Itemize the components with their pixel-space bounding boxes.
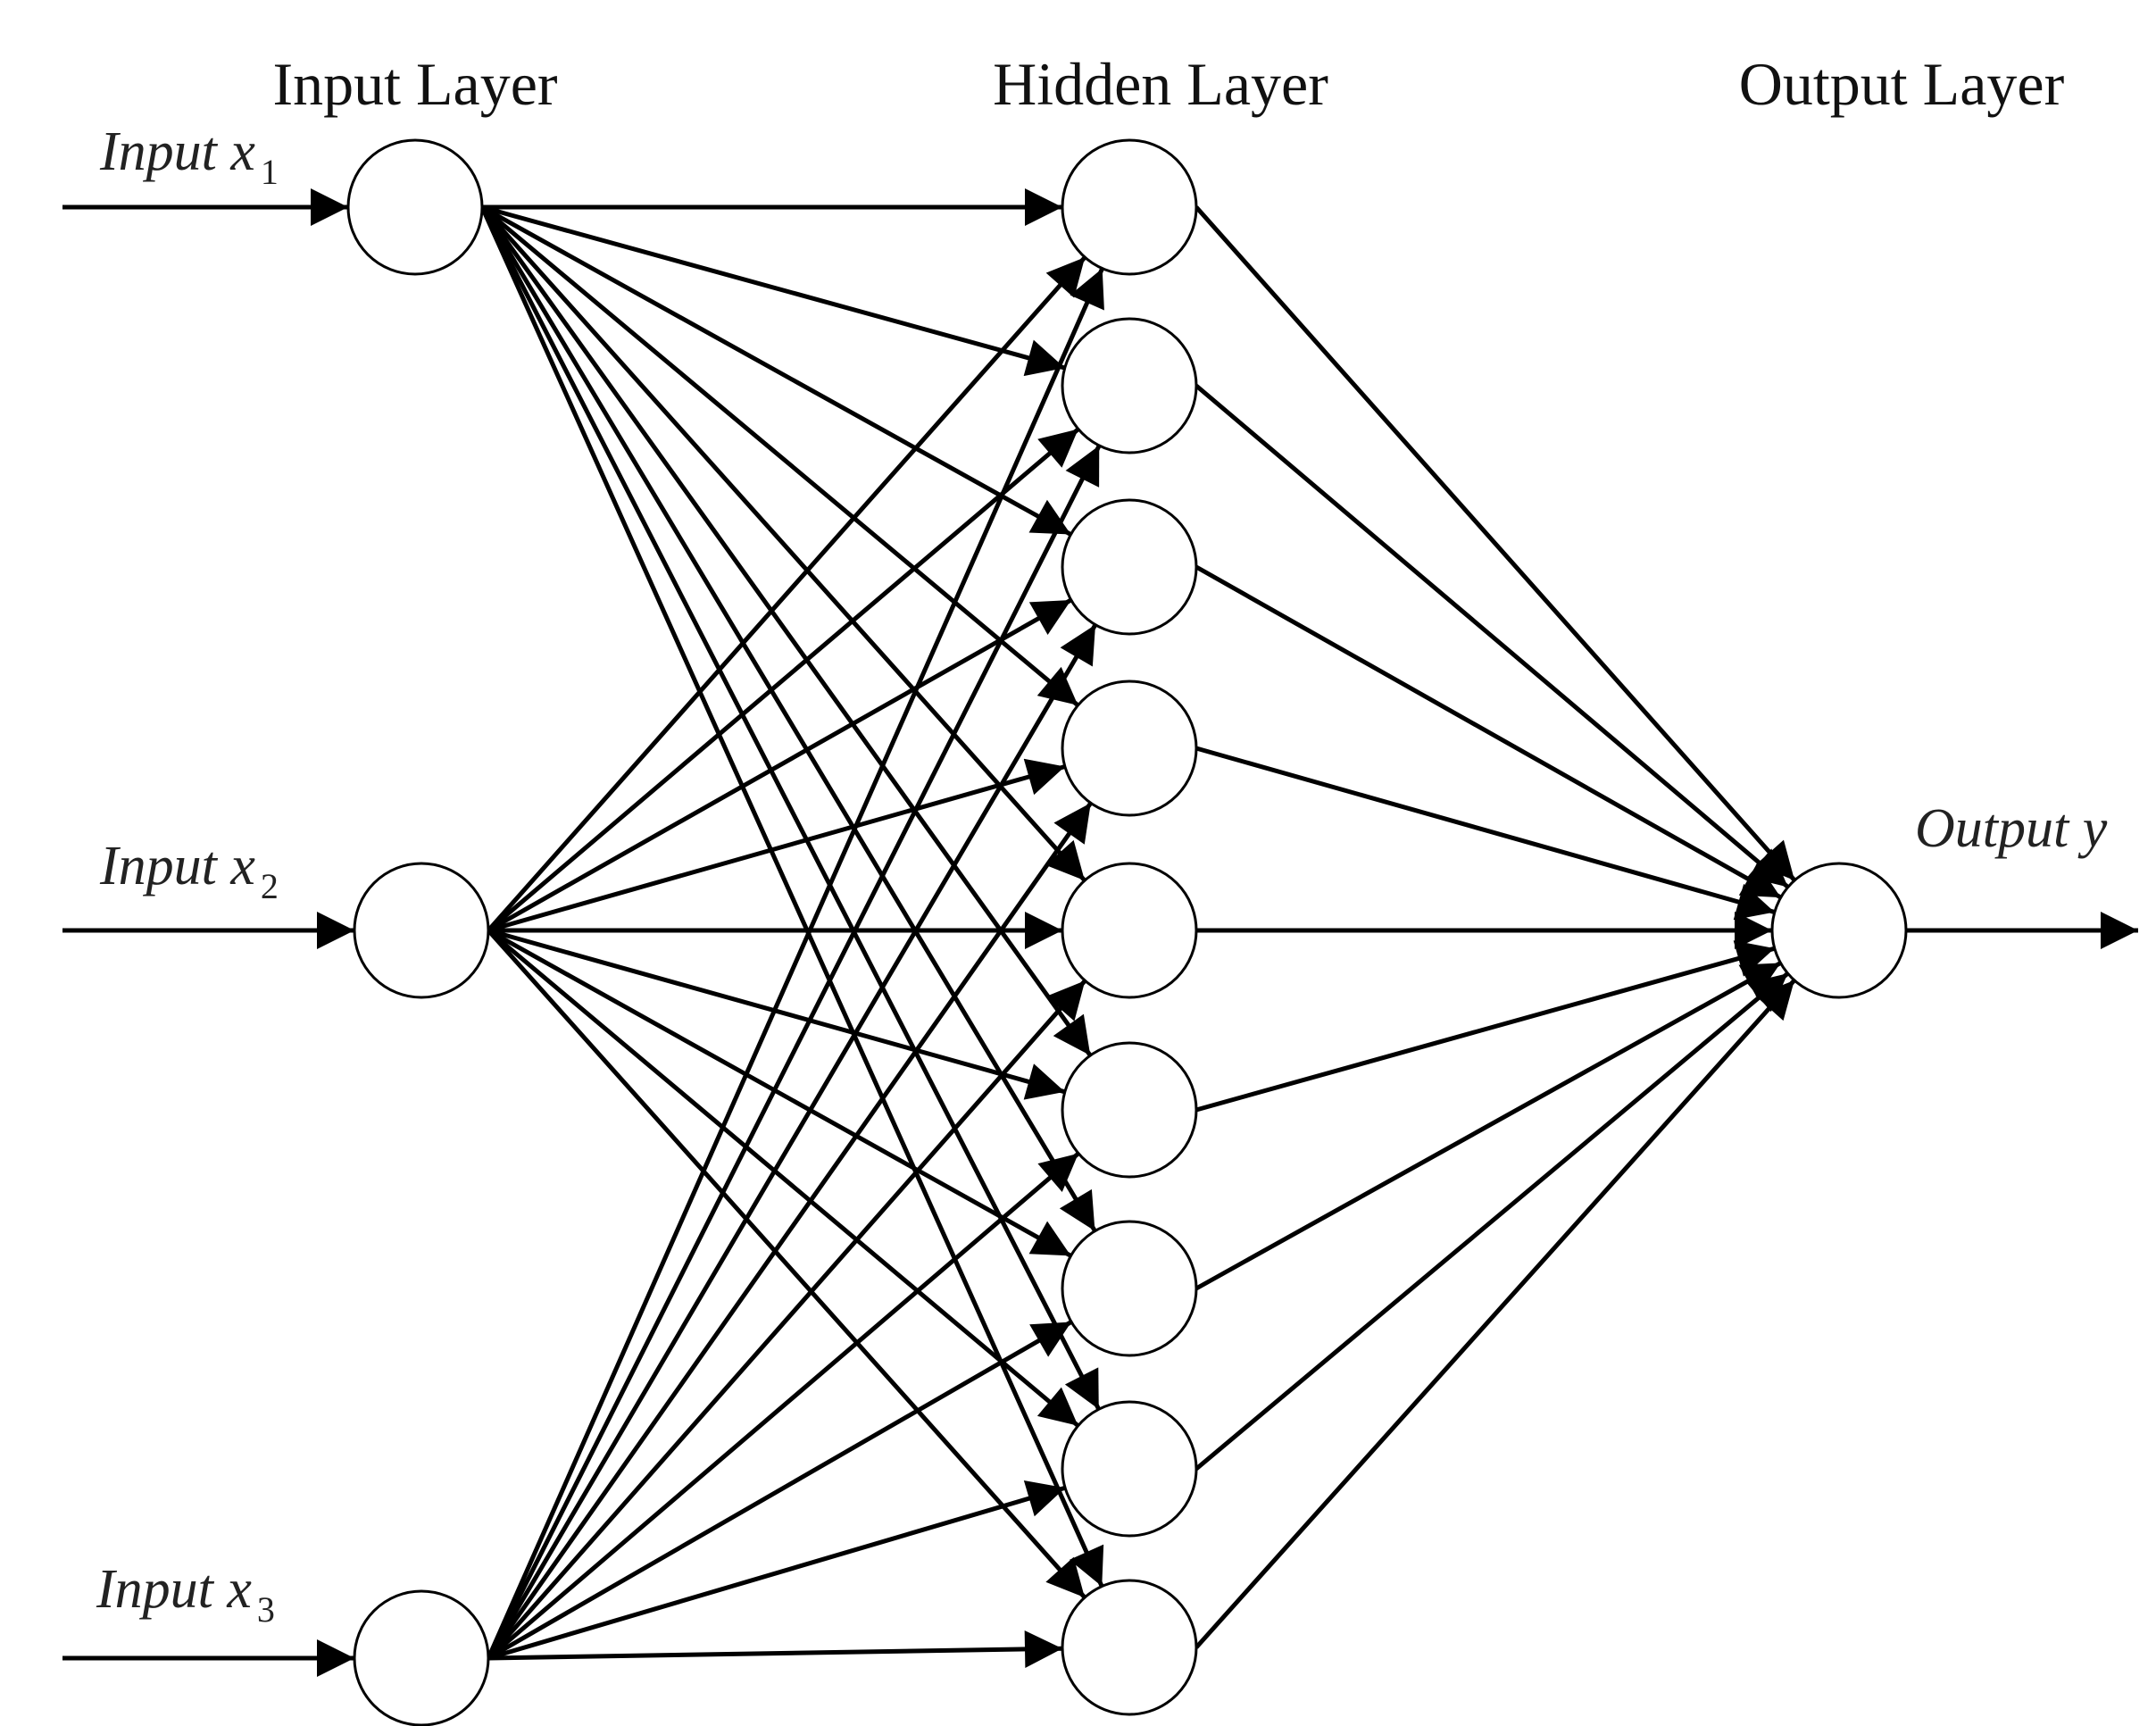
edge-hidden-8-to-output <box>1195 971 1790 1471</box>
input-label-3-subscript: 3 <box>257 1589 275 1630</box>
input-label-2-text: Input x <box>99 836 255 896</box>
input-layer-title: Input Layer <box>272 50 557 118</box>
edge-input-1-to-hidden-8 <box>479 205 1101 1411</box>
hidden-node-4 <box>1061 680 1198 817</box>
input-label-3-text: Input x <box>96 1559 252 1620</box>
edge-input-2-to-hidden-2 <box>487 427 1080 932</box>
edge-input-3-to-hidden-6 <box>487 1151 1080 1660</box>
edge-hidden-2-to-output <box>1195 384 1790 889</box>
edge-hidden-4-to-output <box>1195 746 1776 921</box>
edge-hidden-6-to-output <box>1195 940 1776 1113</box>
edge-input-1-to-hidden-9 <box>479 205 1104 1588</box>
hidden-node-6 <box>1061 1041 1198 1179</box>
hidden-node-2 <box>1061 317 1198 454</box>
output-node <box>1770 862 1908 999</box>
edge-input-3-to-hidden-5 <box>487 979 1087 1660</box>
nodes <box>346 138 1908 1726</box>
edge-input-3-to-hidden-3 <box>486 623 1098 1660</box>
output-label: Output y <box>1915 798 2108 859</box>
edge-hidden-9-to-output <box>1195 979 1796 1649</box>
edge-input-1-to-hidden-7 <box>479 205 1097 1232</box>
input-label-1-text: Input x <box>99 121 255 182</box>
input-label-2-subscript: 2 <box>261 866 279 906</box>
edge-input-2-to-hidden-8 <box>487 929 1080 1428</box>
hidden-node-3 <box>1061 498 1198 636</box>
edge-input-3-to-hidden-9 <box>487 1630 1063 1668</box>
hidden-node-7 <box>1061 1220 1198 1357</box>
edge-hidden-1-to-output <box>1195 205 1797 882</box>
output-layer-title: Output Layer <box>1739 50 2065 118</box>
input-node-1 <box>346 138 484 276</box>
edge-input-3-to-hidden-4 <box>486 801 1093 1660</box>
edge-input-3-to-hidden-7 <box>487 1320 1073 1661</box>
hidden-node-8 <box>1061 1400 1198 1538</box>
edge-input-1-to-hidden-2 <box>481 204 1066 377</box>
hidden-node-9 <box>1061 1579 1198 1716</box>
edge-input-1-to-hidden-3 <box>480 204 1072 537</box>
edge-input-2-to-hidden-3 <box>487 597 1072 933</box>
edge-input-3-to-hidden-1 <box>486 267 1104 1660</box>
edge-hidden-3-to-output <box>1195 564 1782 900</box>
edge-input-2-to-hidden-7 <box>487 928 1072 1258</box>
input-label-1-subscript: 1 <box>261 152 279 192</box>
hidden-layer-title: Hidden Layer <box>993 50 1328 118</box>
hidden-node-5 <box>1061 862 1198 999</box>
edge-input-3-to-hidden-2 <box>486 444 1102 1660</box>
edge-input-1-to-hidden-5 <box>480 205 1086 882</box>
hidden-node-1 <box>1061 138 1198 276</box>
edge-input-2-to-hidden-1 <box>487 255 1087 932</box>
input-node-3 <box>353 1589 490 1726</box>
input-node-2 <box>353 862 490 999</box>
edge-hidden-7-to-output <box>1195 961 1782 1291</box>
edge-input-1-to-hidden-6 <box>479 205 1093 1057</box>
edge-input-3-to-hidden-8 <box>487 1480 1066 1661</box>
connections <box>62 188 2138 1677</box>
edge-input-2-to-hidden-4 <box>487 758 1066 933</box>
edge-input-1-to-hidden-4 <box>480 205 1080 707</box>
edge-input-2-to-hidden-9 <box>487 929 1086 1599</box>
